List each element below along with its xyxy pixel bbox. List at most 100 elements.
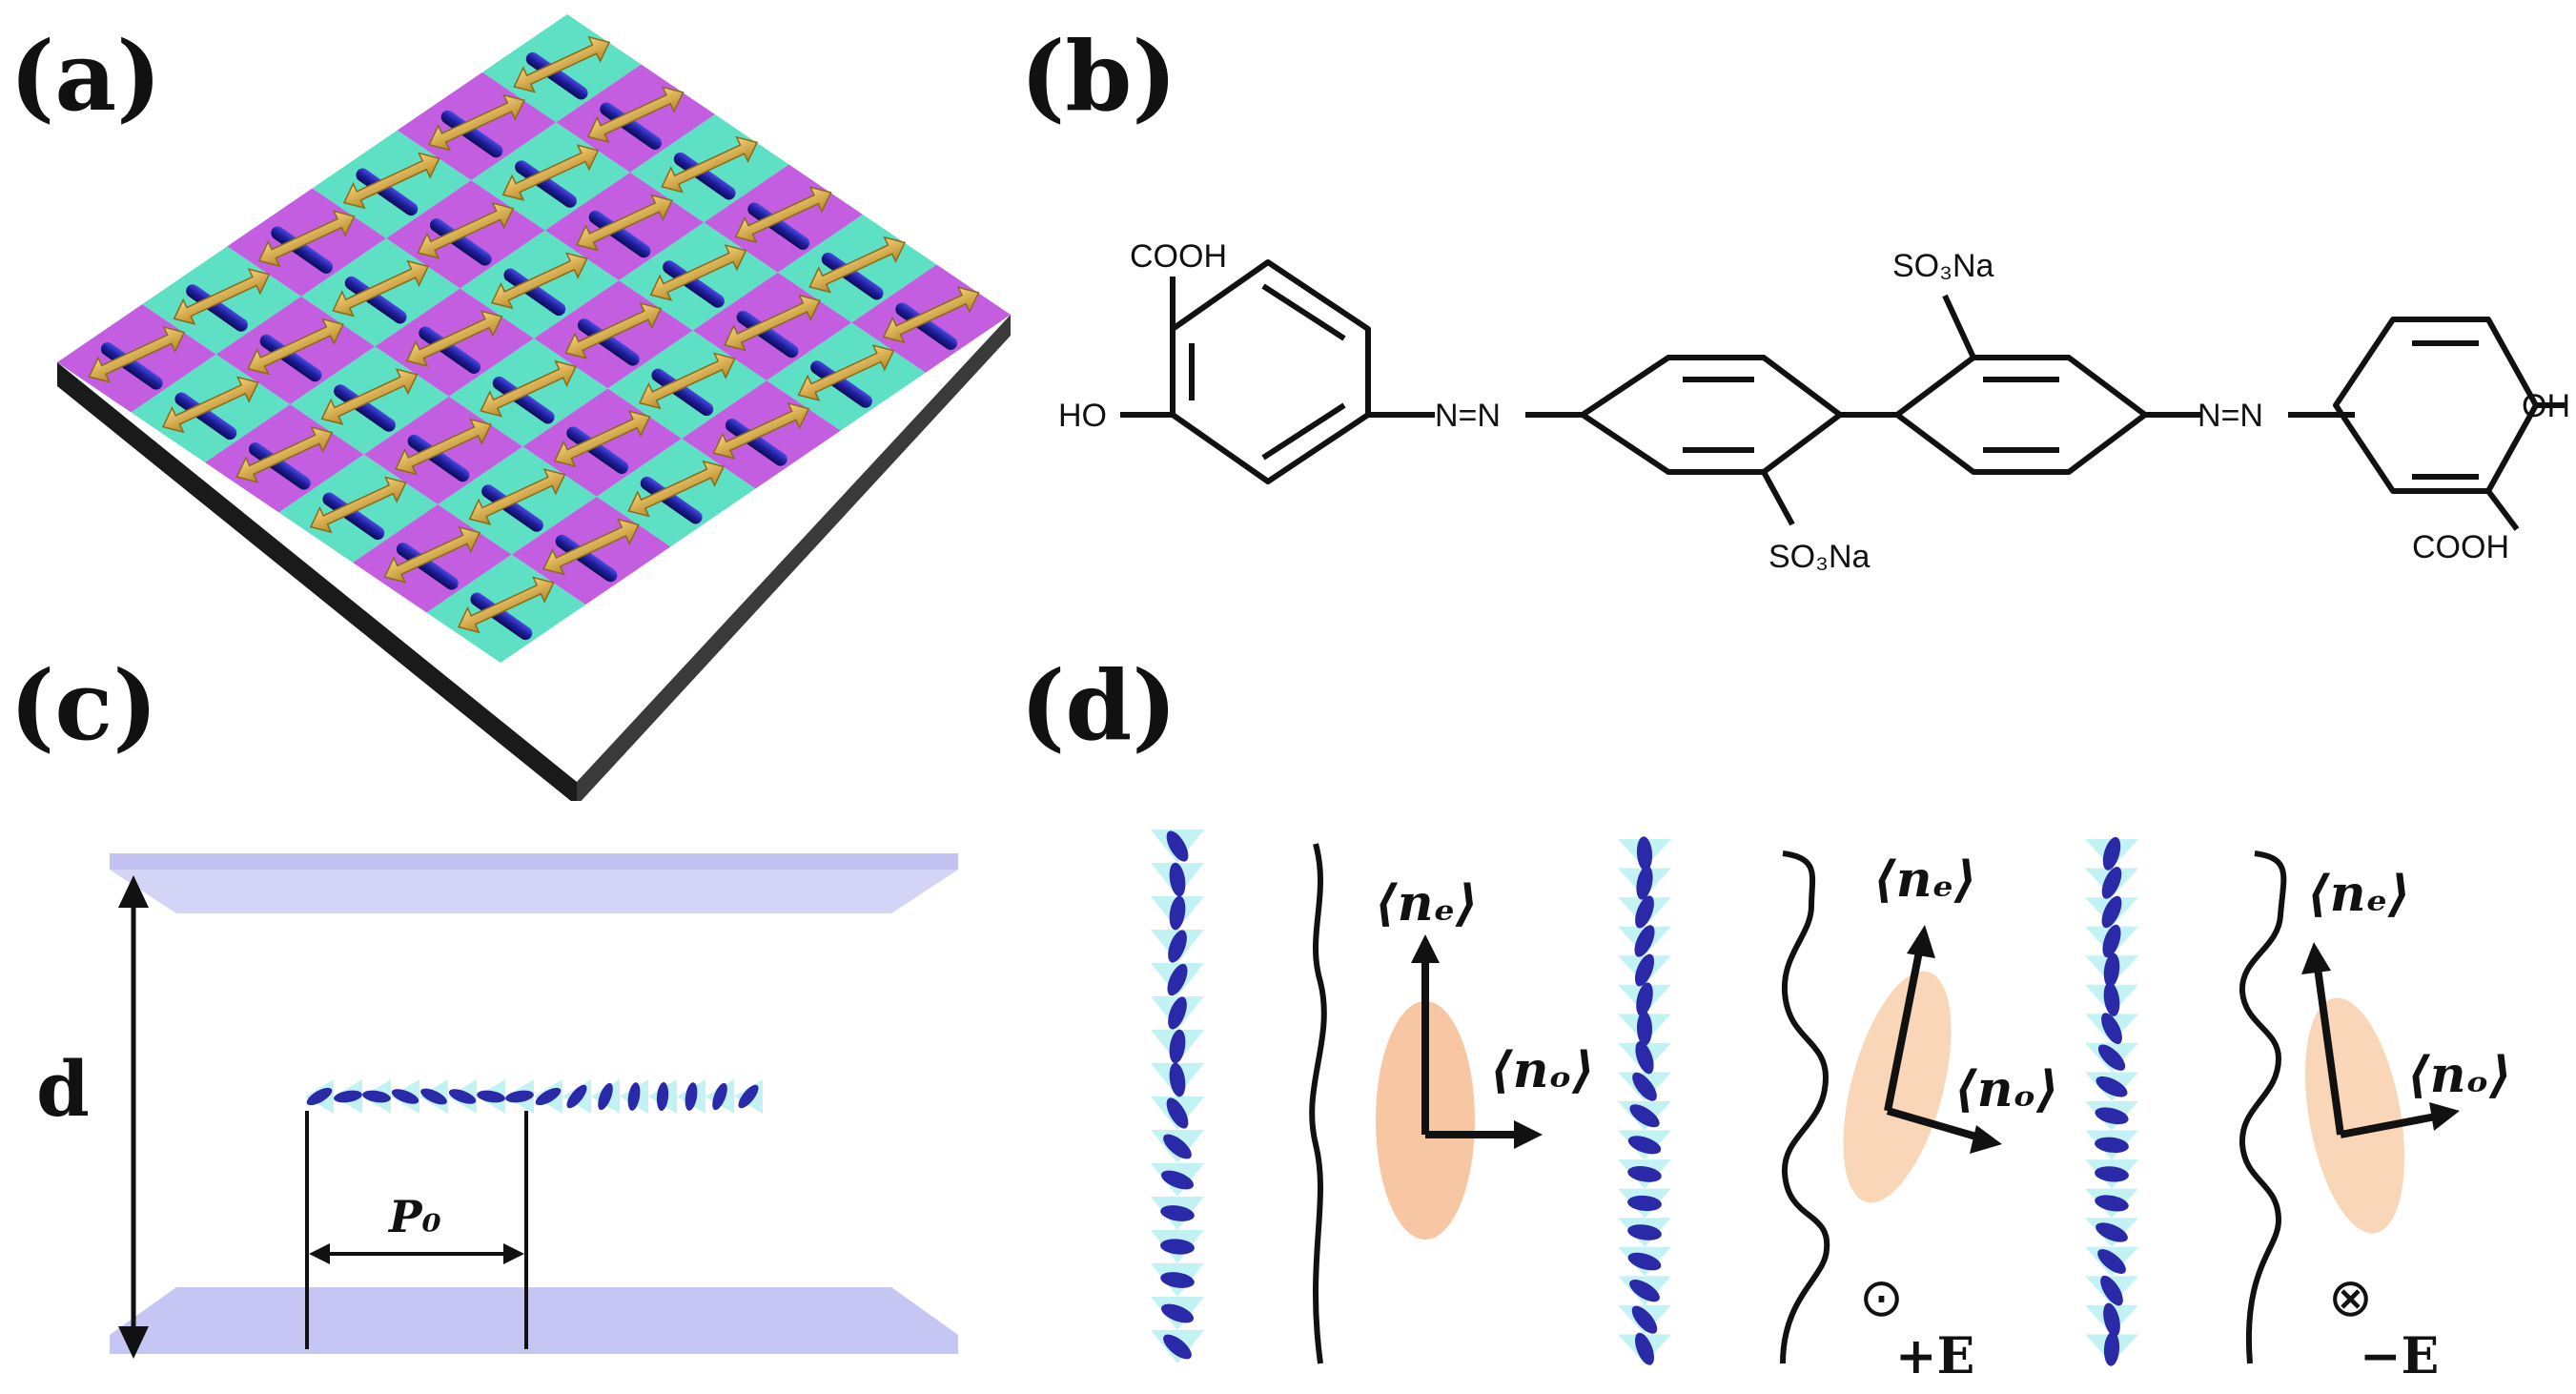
helix-c bbox=[305, 1079, 763, 1114]
molecule-marker bbox=[808, 236, 907, 300]
ring-3 bbox=[1894, 355, 2148, 475]
lc-molecule bbox=[1636, 1011, 1653, 1046]
panel-a-checkerboard bbox=[57, 14, 1011, 801]
molecule-marker bbox=[797, 344, 895, 408]
polarization-arrow bbox=[161, 376, 259, 434]
label-b: (b) bbox=[1020, 20, 1177, 133]
lc-molecule bbox=[1631, 1305, 1658, 1334]
lc-molecule bbox=[2097, 1249, 2126, 1274]
d-label: d bbox=[36, 1044, 90, 1134]
lc-molecule bbox=[535, 1087, 562, 1106]
molecule-marker bbox=[383, 525, 481, 590]
lc-molecule bbox=[1160, 1239, 1195, 1255]
ne-label-2: ⟨nₑ⟩ bbox=[1873, 851, 1976, 909]
lc-molecule bbox=[2095, 1137, 2129, 1154]
molecule-marker bbox=[247, 318, 344, 382]
axis-no-3-head bbox=[2429, 1102, 2460, 1131]
lc-molecule bbox=[306, 1087, 333, 1106]
lc-molecule bbox=[2101, 895, 2122, 929]
helix-d-2 bbox=[1618, 836, 1671, 1365]
molecule-marker bbox=[734, 186, 832, 250]
molecule-marker bbox=[161, 376, 259, 441]
molecule-marker bbox=[490, 252, 588, 317]
lc-molecule bbox=[334, 1090, 362, 1103]
molecule-marker bbox=[513, 35, 611, 100]
polarization-arrow bbox=[395, 418, 492, 476]
molecule-marker bbox=[235, 425, 334, 490]
cross-symbol: ⊗ bbox=[2328, 1267, 2373, 1327]
lc-molecule bbox=[656, 1082, 669, 1111]
polarization-arrow bbox=[88, 325, 186, 383]
ellipse-2 bbox=[1843, 971, 1952, 1203]
molecule-marker bbox=[332, 259, 430, 324]
rod bbox=[663, 260, 725, 308]
no-label-3: ⟨nₒ⟩ bbox=[2407, 1046, 2512, 1104]
molecule-marker bbox=[320, 368, 419, 432]
polarization-arrow bbox=[468, 468, 566, 525]
polarization-arrow bbox=[501, 144, 600, 201]
axis-no-1-head bbox=[1514, 1120, 1543, 1149]
polarization-arrow bbox=[405, 310, 503, 368]
molecule-marker bbox=[882, 286, 980, 350]
rod bbox=[515, 160, 577, 208]
label-d: (d) bbox=[1020, 649, 1177, 762]
rod bbox=[492, 376, 555, 424]
polarization-arrow bbox=[309, 476, 407, 534]
polarization-arrow bbox=[638, 352, 736, 410]
no-label-1: ⟨nₒ⟩ bbox=[1490, 1041, 1595, 1099]
wave-1 bbox=[1309, 843, 1327, 1364]
panel-b-structure: COOH HO N=N SO₃Na SO₃Na N=N OH COOH bbox=[1058, 238, 2570, 575]
so3na-bottom-text: SO₃Na bbox=[1768, 539, 1871, 575]
rod bbox=[174, 392, 237, 441]
molecule-marker bbox=[468, 468, 566, 532]
lc-molecule bbox=[1629, 1104, 1660, 1128]
molecule-marker bbox=[712, 401, 810, 466]
ring-1-inner bbox=[1261, 283, 1346, 341]
axis-no-2-head bbox=[1970, 1125, 2002, 1154]
polarization-arrow bbox=[320, 368, 419, 425]
polarization-arrow bbox=[417, 201, 515, 259]
rod bbox=[673, 152, 736, 200]
tile-side-left bbox=[57, 362, 577, 801]
lc-molecule bbox=[1166, 1097, 1189, 1129]
polarization-arrow bbox=[882, 286, 980, 344]
molecule-marker bbox=[542, 518, 640, 583]
lc-molecule bbox=[1167, 963, 1188, 996]
lc-molecule bbox=[2095, 1166, 2129, 1182]
lc-molecule bbox=[1627, 1224, 1662, 1240]
polarization-arrow bbox=[513, 35, 611, 93]
lc-molecule bbox=[2100, 1275, 2123, 1306]
lc-molecule bbox=[2103, 1302, 2120, 1337]
axis-ne-3 bbox=[2313, 960, 2344, 1136]
wave-3 bbox=[2239, 851, 2287, 1364]
lc-molecule bbox=[2097, 1044, 2126, 1071]
ne-label-3: ⟨nₑ⟩ bbox=[2307, 865, 2410, 923]
label-c: (c) bbox=[10, 649, 158, 762]
polarization-arrow bbox=[576, 194, 673, 252]
polarization-arrow bbox=[564, 301, 663, 359]
lc-molecule bbox=[2096, 1222, 2128, 1242]
lc-molecule bbox=[1163, 1334, 1192, 1360]
ring-1-inner-2 bbox=[1261, 402, 1346, 461]
lc-molecule bbox=[1636, 982, 1653, 1016]
cooh-bottom-text: COOH bbox=[2412, 529, 2509, 565]
ellipse-3 bbox=[2304, 997, 2405, 1234]
rod bbox=[895, 302, 958, 350]
molecule-marker bbox=[309, 476, 407, 541]
rod bbox=[396, 543, 459, 590]
axis-ne-2-head bbox=[1907, 925, 1935, 958]
lc-molecule bbox=[1629, 1280, 1660, 1302]
panel-c-cell: d P₀ bbox=[36, 853, 958, 1359]
lc-molecule bbox=[2103, 982, 2120, 1016]
rod bbox=[419, 326, 481, 374]
molecule-marker bbox=[457, 576, 555, 641]
lc-molecule bbox=[477, 1090, 505, 1103]
rod bbox=[334, 384, 396, 432]
molecule-marker bbox=[661, 135, 759, 200]
polarization-arrow bbox=[428, 93, 525, 152]
molecule-marker bbox=[417, 201, 515, 266]
rod bbox=[577, 318, 640, 366]
molecule-marker bbox=[586, 86, 685, 150]
rod bbox=[555, 534, 618, 583]
rod bbox=[186, 284, 248, 332]
